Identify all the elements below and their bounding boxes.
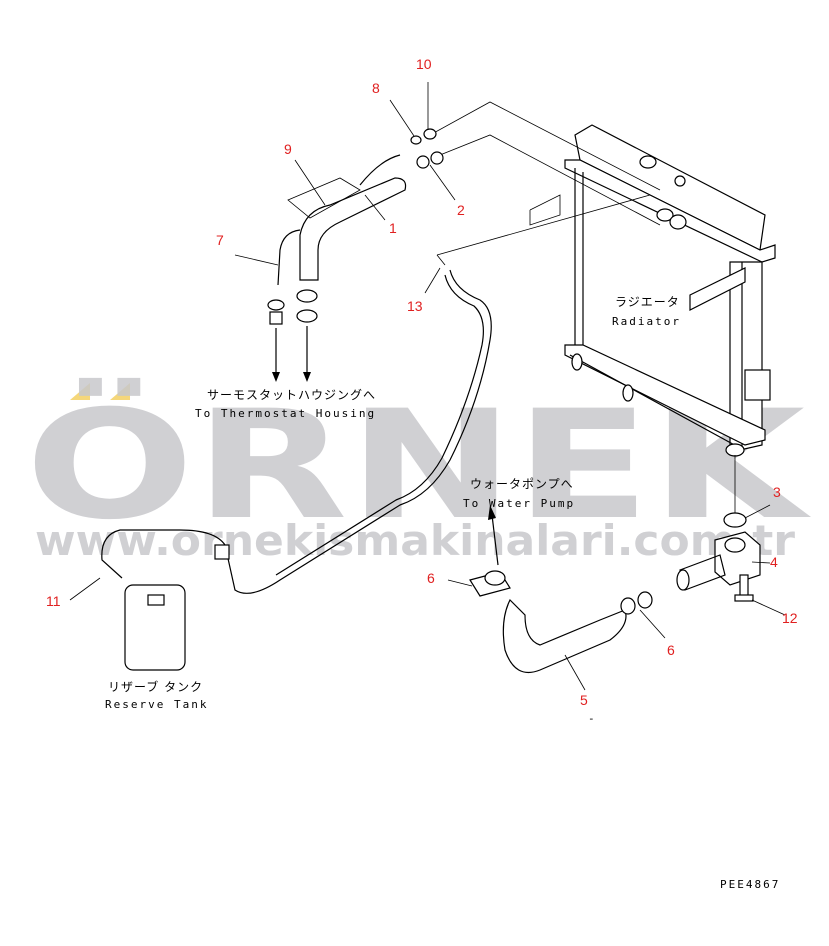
- callout-11: 11: [46, 593, 61, 609]
- callout-8: 8: [372, 80, 380, 96]
- callout-2: 2: [457, 202, 465, 218]
- callout-6-right: 6: [667, 642, 675, 658]
- radiator-label-jp: ラジエータ: [615, 295, 680, 309]
- waterpump-label-jp: ウォータポンプへ: [470, 477, 574, 491]
- radiator: [564, 124, 776, 457]
- thermostat-label-jp: サーモスタットハウジングへ: [207, 388, 376, 402]
- overflow-hose: [101, 269, 492, 671]
- watermark: ÖRNEK www.ornekismakinalari.com.tr: [25, 377, 811, 565]
- text-labels: サーモスタットハウジングへ To Thermostat Housing ウォータ…: [105, 295, 780, 891]
- callout-numbers: 10 8 9 1 2 7 13 3 4 12 6 6 5 11: [46, 56, 798, 708]
- upper-hose-assembly: [267, 101, 661, 382]
- thermostat-label: To Thermostat Housing: [195, 407, 376, 420]
- callout-7: 7: [216, 232, 224, 248]
- callout-10: 10: [416, 56, 432, 72]
- reserve-tank-label: Reserve Tank: [105, 698, 208, 711]
- callout-6-left: 6: [427, 570, 435, 586]
- watermark-accent-mark: [70, 383, 90, 400]
- callout-3: 3: [773, 484, 781, 500]
- callout-5: 5: [580, 692, 588, 708]
- callout-9: 9: [284, 141, 292, 157]
- leader-lines: [69, 82, 786, 691]
- radiator-label: Radiator: [612, 315, 681, 328]
- watermark-accent-mark: [110, 383, 130, 400]
- waterpump-label: To Water Pump: [463, 497, 575, 510]
- drawing-number: PEE4867: [720, 878, 780, 891]
- callout-1: 1: [389, 220, 397, 236]
- watermark-url: www.ornekismakinalari.com.tr: [35, 516, 795, 565]
- callout-13: 13: [407, 298, 423, 314]
- lower-hose-assembly: [469, 455, 761, 674]
- dash-mark: -: [588, 712, 597, 725]
- callout-12: 12: [782, 610, 798, 626]
- callout-4: 4: [770, 554, 778, 570]
- reserve-tank-label-jp: リザーブ タンク: [108, 679, 203, 694]
